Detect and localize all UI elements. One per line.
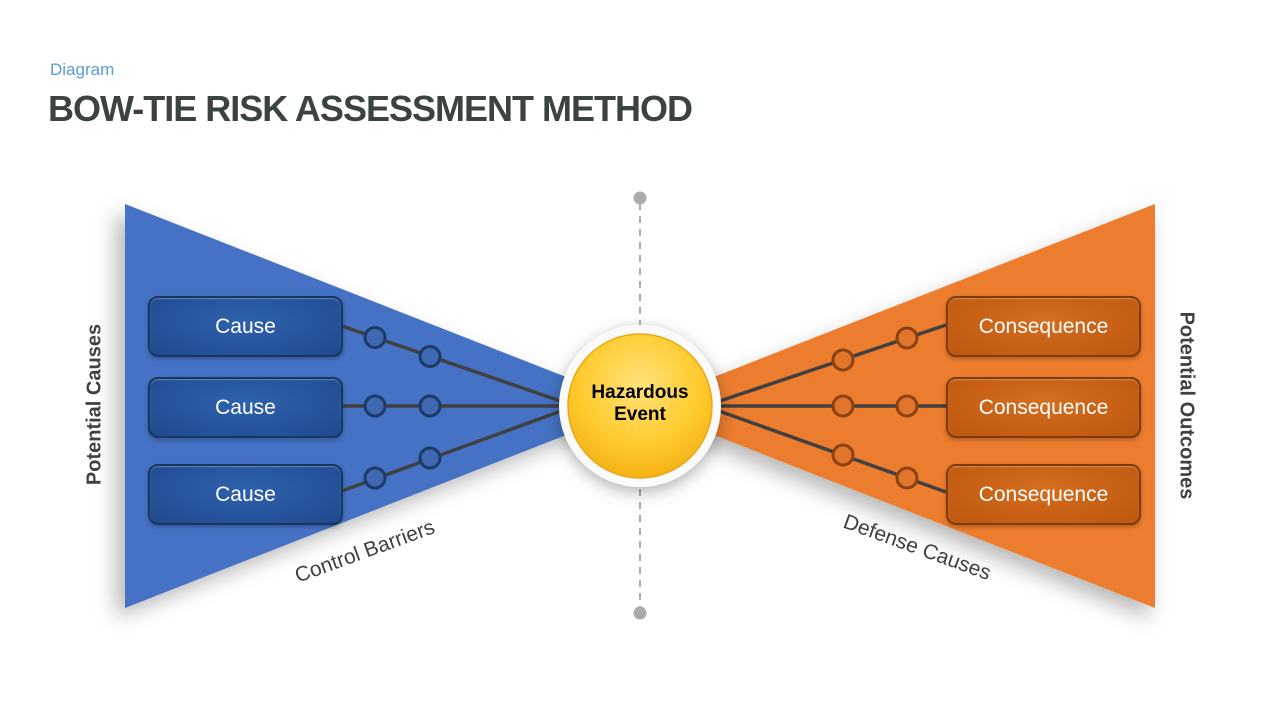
page-title: BOW-TIE RISK ASSESSMENT METHOD xyxy=(48,88,693,129)
control-barrier-nodes xyxy=(363,326,442,490)
potential-causes-label: Potential Causes xyxy=(83,323,106,486)
cause-box-1: Cause xyxy=(148,296,343,357)
consequence-box-2: Consequence xyxy=(946,377,1141,438)
consequence-box-1: Consequence xyxy=(946,296,1141,357)
cause-box-2: Cause xyxy=(148,377,343,438)
consequence-box-3: Consequence xyxy=(946,464,1141,525)
eyebrow-label: Diagram xyxy=(50,60,115,79)
axis-top-dot xyxy=(633,191,647,205)
axis-bottom-dot xyxy=(633,606,647,620)
cause-box-3: Cause xyxy=(148,464,343,525)
potential-outcomes-label: Potential Outcomes xyxy=(1175,311,1198,500)
hazardous-event-label: Hazardous Event xyxy=(591,382,689,425)
defense-barrier-nodes xyxy=(831,326,919,490)
hazard-circle xyxy=(567,333,713,479)
